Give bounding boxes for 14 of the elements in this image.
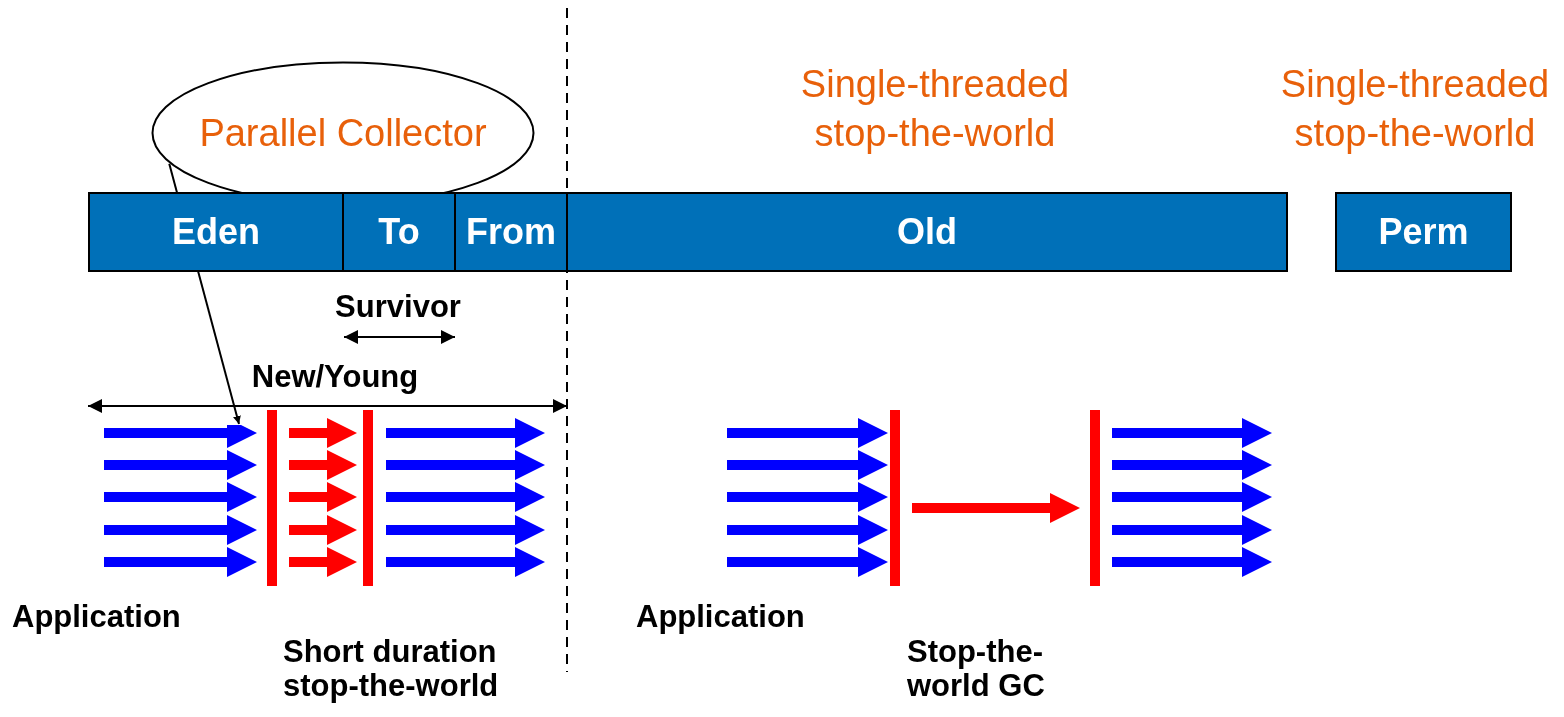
callout-text: Parallel Collector bbox=[199, 111, 487, 155]
caption-text: Survivor bbox=[334, 290, 462, 325]
heap-segment: Old bbox=[566, 192, 1288, 272]
heap-segment: Perm bbox=[1335, 192, 1512, 272]
annotation-text: Single-threaded stop-the-world bbox=[1279, 62, 1551, 156]
heap-segment: From bbox=[454, 192, 568, 272]
heap-segment: Eden bbox=[88, 192, 344, 272]
caption-text: Stop-the-world GC bbox=[907, 635, 1046, 704]
heap-segment: To bbox=[342, 192, 456, 272]
annotation-text: Single-threaded stop-the-world bbox=[799, 62, 1071, 156]
caption-text: New/Young bbox=[250, 360, 420, 395]
caption-text: Short duration stop-the-world bbox=[283, 635, 500, 704]
caption-text: Application bbox=[636, 600, 806, 635]
caption-text: Application bbox=[12, 600, 182, 635]
